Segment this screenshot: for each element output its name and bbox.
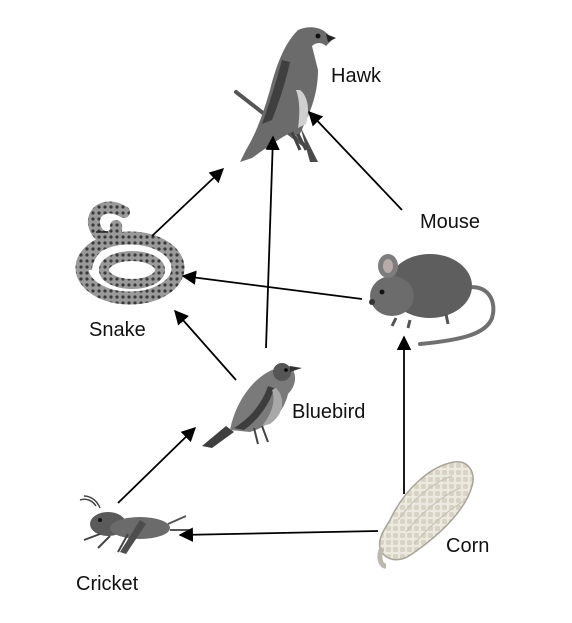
mouse-image bbox=[369, 254, 496, 346]
hawk-image bbox=[234, 27, 336, 163]
hawk-label: Hawk bbox=[331, 65, 382, 87]
edges bbox=[117, 110, 412, 542]
bluebird-label: Bluebird bbox=[292, 401, 366, 423]
arrow-cricket-to-bluebird bbox=[117, 426, 197, 504]
cricket-label: Cricket bbox=[76, 573, 139, 595]
corn-image bbox=[377, 461, 474, 569]
snake-label: Snake bbox=[89, 319, 146, 341]
arrow-bluebird-to-hawk bbox=[265, 135, 280, 349]
arrow-bluebird-to-snake bbox=[174, 309, 237, 381]
arrow-mouse-to-snake bbox=[181, 270, 363, 300]
mouse-label: Mouse bbox=[420, 211, 481, 233]
arrow-snake-to-hawk bbox=[151, 168, 225, 237]
corn-label: Corn bbox=[446, 535, 490, 557]
arrow-mouse-to-hawk bbox=[308, 110, 403, 211]
cricket-image bbox=[79, 495, 190, 554]
snake-image bbox=[75, 201, 185, 305]
bluebird-image bbox=[202, 363, 302, 448]
arrow-corn-to-cricket bbox=[178, 527, 379, 542]
